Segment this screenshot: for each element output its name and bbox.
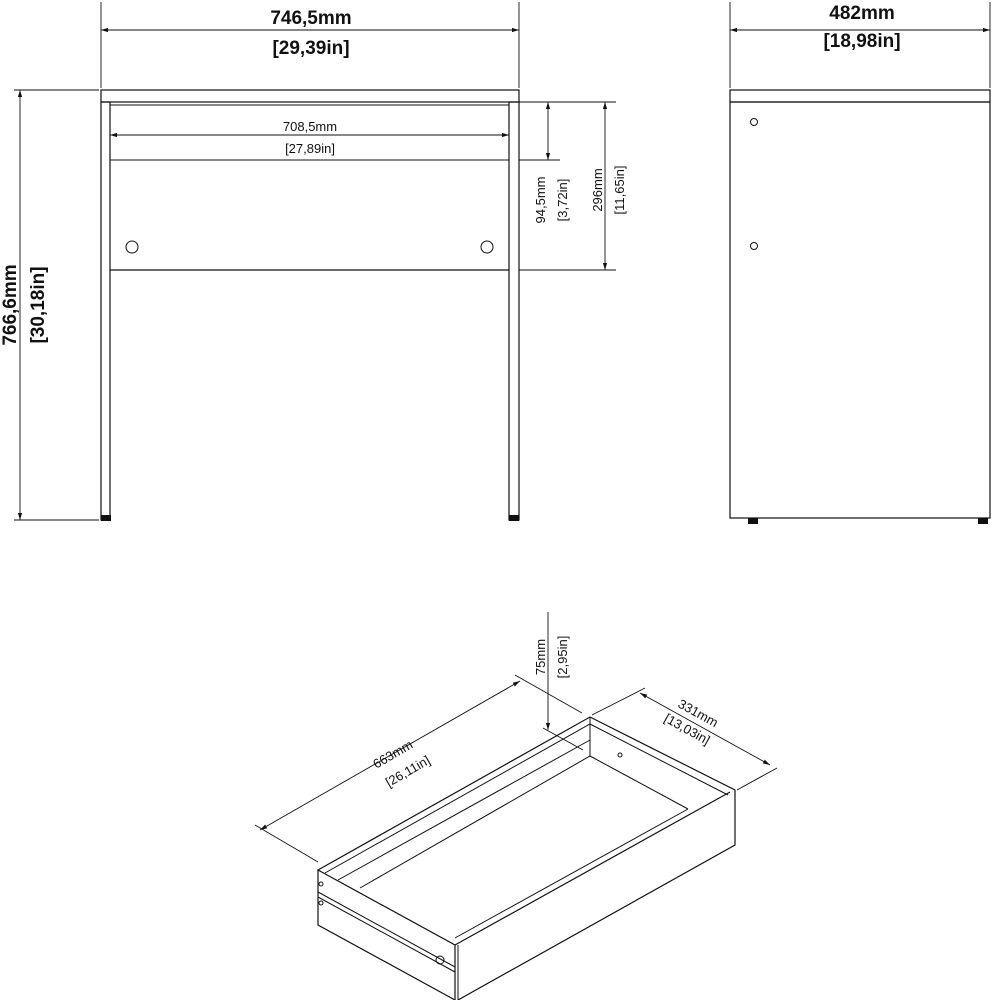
side-panel: [729, 101, 991, 519]
depth-in-label: [18,98in]: [823, 31, 900, 52]
side-foot-back: [978, 518, 988, 524]
side-hole-upper: [750, 118, 758, 126]
right-foot: [509, 515, 519, 521]
side-hole-lower: [750, 242, 758, 250]
inner-width-mm-label: 708,5mm: [283, 119, 337, 134]
inner-width-in-label: [27,89in]: [285, 141, 335, 156]
drawer-height-mm-label: 94,5mm: [533, 177, 548, 224]
side-top: [729, 89, 991, 103]
drawer-height-in-label: [2,95in]: [555, 636, 570, 679]
left-leg: [100, 101, 111, 521]
drawer-height-in-label: [3,72in]: [555, 179, 570, 222]
cam-hole-right: [480, 240, 494, 254]
apron-height-mm-label: 296mm: [590, 168, 605, 211]
drawer-front: [317, 868, 456, 1000]
width-mm-label: 746,5mm: [270, 8, 351, 29]
drawer-width-dimension-line: [639, 692, 771, 766]
cam-hole-left: [125, 240, 139, 254]
depth-mm-label: 482mm: [829, 3, 895, 24]
front-view: 746,5mm [29,39in] 766,6mm [30,18in] 708,…: [0, 2, 627, 521]
side-foot-front: [748, 518, 758, 524]
width-in-label: [29,39in]: [272, 38, 349, 59]
height-mm-label: 766,6mm: [0, 264, 21, 345]
height-in-label: [30,18in]: [28, 266, 49, 343]
desk-top: [100, 89, 520, 103]
apron-height-in-label: [11,65in]: [612, 166, 627, 215]
right-leg: [508, 101, 520, 521]
left-foot: [101, 515, 111, 521]
drawer-height-mm-label: 75mm: [533, 639, 548, 675]
drawer-isometric: 663mm [26,11in] 331mm [13,03in] 75mm [2,…: [254, 612, 778, 1000]
side-view: 482mm [18,98in]: [729, 2, 991, 524]
drawer-length-dimension-line: [259, 680, 521, 831]
